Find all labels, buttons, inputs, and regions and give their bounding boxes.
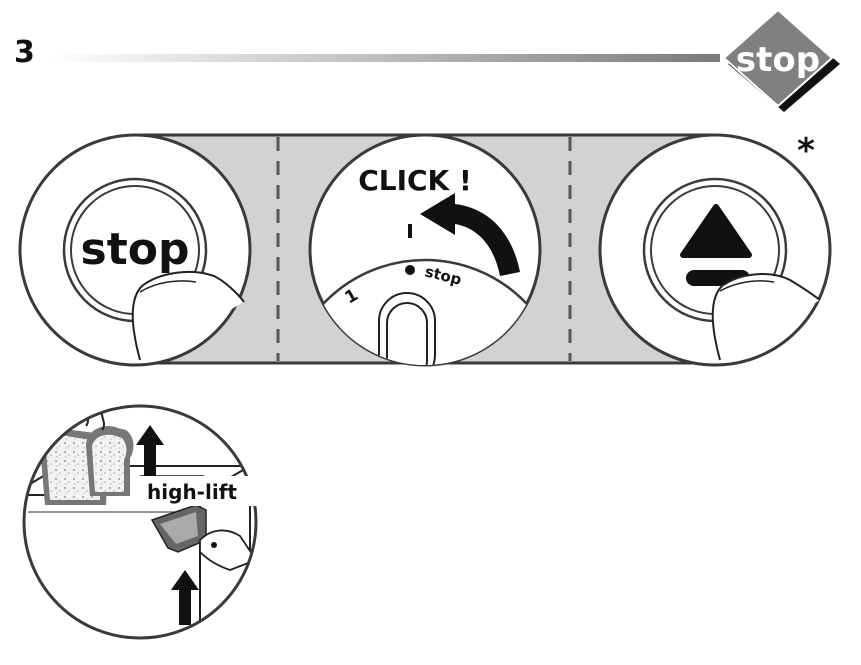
stop-badge: stop <box>724 10 840 112</box>
header-line <box>50 54 720 62</box>
panel-stop-button: stop <box>20 135 250 365</box>
stop-dot <box>405 265 415 275</box>
high-lift-label: high-lift <box>147 480 237 504</box>
click-label: CLICK ! <box>358 164 472 197</box>
asterisk: * <box>797 131 815 171</box>
panel-lift-button <box>600 135 830 365</box>
badge-label: stop <box>736 40 820 80</box>
stop-button-label: stop <box>81 224 190 275</box>
inset-high-lift: high-lift <box>20 404 258 650</box>
dial-marker <box>408 224 412 238</box>
